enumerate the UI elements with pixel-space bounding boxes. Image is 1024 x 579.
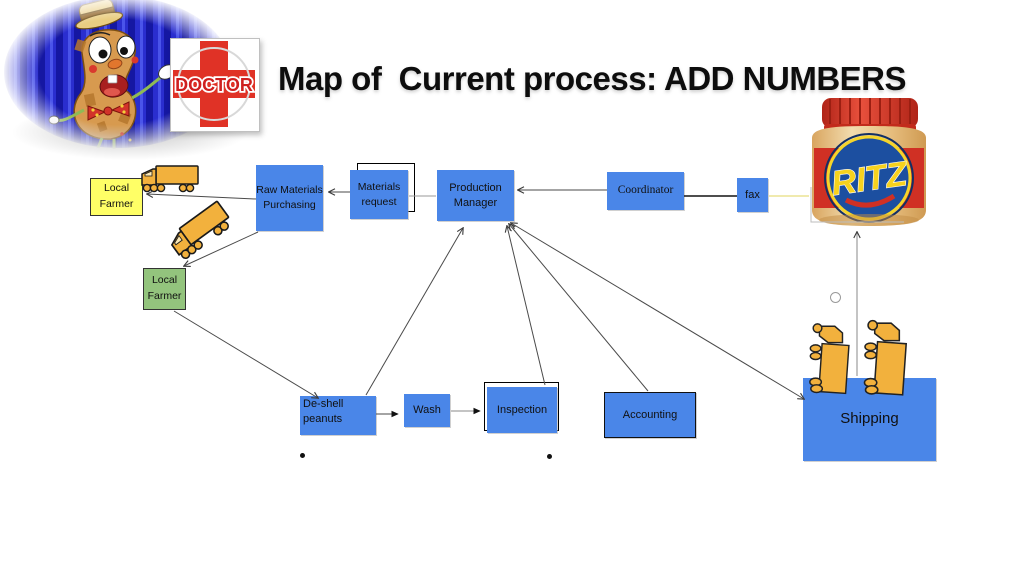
worker-carrying-box-image-left xyxy=(809,323,850,395)
node-local-farmer-green: Local Farmer xyxy=(143,268,186,310)
node-deshell-peanuts: De-shell peanuts xyxy=(300,396,376,435)
small-circle-marker xyxy=(830,292,841,303)
node-production-manager: Production Manager xyxy=(437,170,514,221)
truck-image-top xyxy=(141,165,199,193)
node-local-farmer-yellow: Local Farmer xyxy=(90,178,143,216)
bullet-dot-left xyxy=(300,453,305,458)
doctor-badge-text: DOCTOR xyxy=(175,75,253,95)
slide-title: Map of Current process: ADD NUMBERS xyxy=(278,60,907,97)
doctor-badge-image: DOCTOR xyxy=(170,38,260,132)
worker-carrying-box-image-right xyxy=(863,319,908,396)
node-accounting: Accounting xyxy=(604,392,696,438)
ritz-jar-image: RITZ xyxy=(798,96,940,228)
truck-image-tilted xyxy=(170,200,230,259)
node-raw-materials-purchasing: Raw Materials Purchasing xyxy=(256,165,323,231)
node-inspection: Inspection xyxy=(487,387,557,433)
node-wash: Wash xyxy=(404,394,450,427)
bullet-dot-right xyxy=(547,454,552,459)
node-materials-request: Materials request xyxy=(350,170,408,219)
node-coordinator: Coordinator xyxy=(607,172,684,210)
node-fax: fax xyxy=(737,178,768,212)
